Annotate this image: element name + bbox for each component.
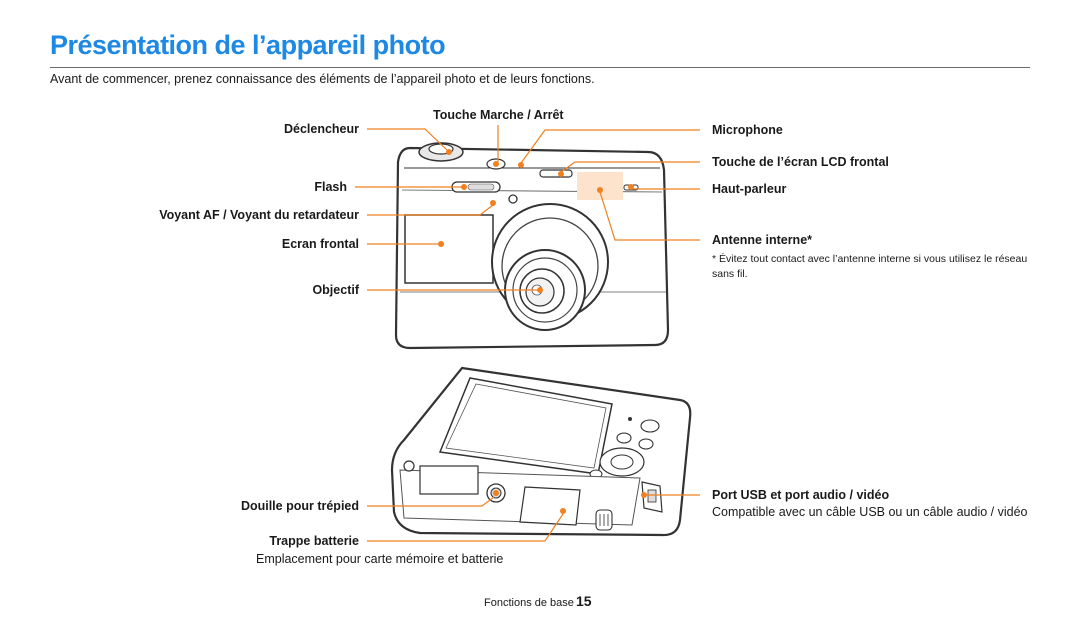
battery-description: Emplacement pour carte mémoire et batter… (256, 552, 504, 566)
label-antenna: Antenne interne* (712, 233, 813, 247)
label-speaker: Haut-parleur (712, 182, 787, 196)
label-usb-port: Port USB et port audio / vidéo (712, 488, 890, 502)
antenna-note: * Évitez tout contact avec l’antenne int… (712, 253, 1028, 280)
label-front-screen: Ecran frontal (281, 237, 359, 251)
label-battery-door: Trappe batterie (269, 534, 359, 548)
title-divider (50, 67, 1030, 68)
label-front-lcd-button: Touche de l’écran LCD frontal (712, 155, 889, 169)
front-leader-dots (438, 149, 634, 293)
label-microphone: Microphone (712, 123, 783, 137)
label-af-lamp: Voyant AF / Voyant du retardateur (159, 208, 359, 222)
bottom-leader-lines (367, 494, 700, 542)
page-title: Présentation de l’appareil photo (50, 30, 446, 60)
intro-text: Avant de commencer, prenez connaissance … (50, 72, 595, 86)
page-number: 15 (576, 593, 592, 609)
label-tripod-socket: Douille pour trépied (240, 499, 359, 513)
label-shutter: Déclencheur (283, 122, 359, 136)
front-leader-lines (355, 125, 700, 291)
label-power-button: Touche Marche / Arrêt (433, 108, 564, 122)
camera-bottom-illustration (390, 366, 692, 537)
footer-section: Fonctions de base (484, 597, 574, 609)
usb-description: Compatible avec un câble USB ou un câble… (712, 505, 1028, 519)
camera-front-illustration (394, 142, 670, 350)
label-lens: Objectif (312, 283, 359, 297)
label-flash: Flash (314, 180, 347, 194)
bottom-leader-dots (493, 490, 647, 514)
